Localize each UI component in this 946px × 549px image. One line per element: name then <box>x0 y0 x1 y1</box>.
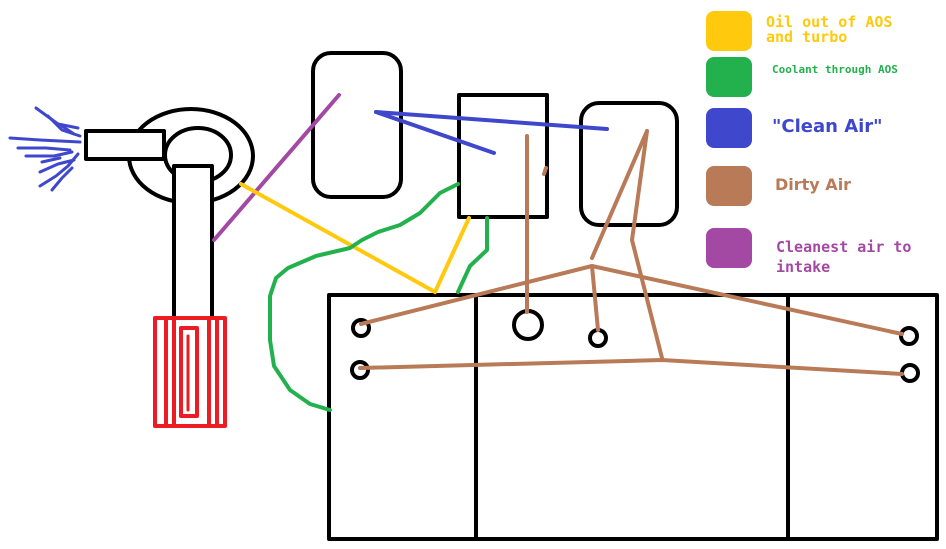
legend-label-oil: Oil out of AOS and turbo <box>766 13 893 46</box>
exhaust-spray-line <box>16 146 72 152</box>
legend-swatch-clean <box>706 108 752 148</box>
port-left-bottom <box>350 360 370 380</box>
legend-label-cleanest: Cleanest air to intake <box>776 238 912 276</box>
engine-block-outline <box>327 293 939 541</box>
right-catch-can <box>579 101 679 227</box>
exhaust-spray-line <box>50 166 74 192</box>
aos-box <box>457 93 549 219</box>
port-center <box>512 309 544 341</box>
clean-air-lines <box>374 110 609 155</box>
port-center-small <box>588 328 608 348</box>
exhaust-spray-line <box>38 152 80 188</box>
oil-lines <box>239 182 471 294</box>
cleanest-air-line <box>212 93 341 242</box>
legend-swatch-coolant <box>706 57 752 97</box>
turbo-outlet-pipe <box>84 129 166 161</box>
intercooler <box>153 316 227 428</box>
exhaust-spray-line <box>24 150 74 158</box>
exhaust-spray-line <box>60 124 76 136</box>
dirty-air-lines <box>358 129 904 376</box>
coolant-lines <box>268 182 489 412</box>
exhaust-spray <box>8 106 82 192</box>
turbo <box>84 107 255 320</box>
legend-label-clean: "Clean Air" <box>772 116 883 137</box>
exhaust-spray-line <box>38 158 76 174</box>
legend-swatch-cleanest <box>706 228 752 268</box>
exhaust-spray-line <box>40 156 62 164</box>
turbo-charge-pipe <box>172 164 214 320</box>
port-right-bottom <box>900 363 920 383</box>
legend-label-dirty: Dirty Air <box>775 175 852 194</box>
legend-swatch-dirty <box>706 166 752 206</box>
intercooler-outline <box>153 316 227 428</box>
port-left-top <box>351 318 371 338</box>
legend-label-coolant: Coolant through AOS <box>772 63 898 76</box>
engine-block <box>327 293 939 541</box>
exhaust-spray-line <box>8 136 82 144</box>
left-catch-can <box>311 51 403 199</box>
catch-cans <box>311 51 679 227</box>
port-right-top <box>899 326 919 346</box>
intercooler-core <box>179 326 199 418</box>
legend-swatch-oil <box>706 11 752 51</box>
